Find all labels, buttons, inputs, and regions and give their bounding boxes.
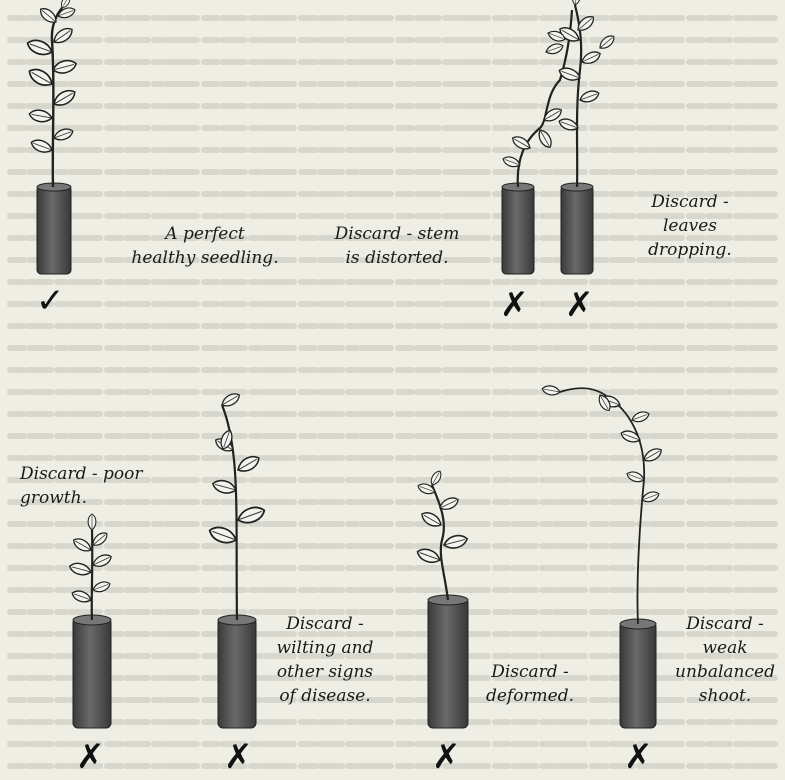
seedling-perfect	[25, 0, 77, 274]
cross-icon-stem-distorted: ✗	[500, 288, 529, 322]
caption-line: deformed.	[475, 684, 585, 708]
caption-leaves-dropping: Discard -leavesdropping.	[635, 190, 745, 262]
cross-icon-weak-shoot: ✗	[624, 740, 653, 774]
seedling-deformed	[415, 469, 468, 728]
caption-deformed: Discard -deformed.	[475, 660, 585, 708]
seedling-leaves-dropping	[544, 0, 616, 274]
caption-line: wilting and	[275, 636, 375, 660]
caption-weak-shoot: Discard -weakunbalancedshoot.	[675, 612, 775, 708]
cross-icon-poor-growth: ✗	[76, 740, 105, 774]
seedling-poor-growth	[68, 514, 113, 728]
caption-line: A perfect	[120, 222, 290, 246]
caption-line: Discard -	[635, 190, 745, 214]
caption-wilting-disease: Discard -wilting andother signsof diseas…	[275, 612, 375, 708]
cross-icon-wilting-disease: ✗	[224, 740, 253, 774]
caption-line: dropping.	[635, 238, 745, 262]
cross-icon-leaves-dropping: ✗	[565, 288, 594, 322]
caption-line: shoot.	[675, 684, 775, 708]
caption-line: Discard -	[275, 612, 375, 636]
caption-perfect: A perfecthealthy seedling.	[120, 222, 290, 270]
caption-line: Discard - poor	[20, 462, 180, 486]
tube-1	[37, 186, 71, 274]
caption-stem-distorted: Discard - stemis distorted.	[322, 222, 472, 270]
caption-line: of disease.	[275, 684, 375, 708]
caption-line: growth.	[20, 486, 180, 510]
caption-line: Discard -	[475, 660, 585, 684]
caption-line: weak	[675, 636, 775, 660]
caption-poor-growth: Discard - poorgrowth.	[20, 462, 180, 510]
caption-line: healthy seedling.	[120, 246, 290, 270]
caption-line: other signs	[275, 660, 375, 684]
seedling-wilting-disease	[207, 391, 266, 728]
caption-line: is distorted.	[322, 246, 472, 270]
caption-line: leaves	[635, 214, 745, 238]
caption-line: Discard -	[675, 612, 775, 636]
caption-line: Discard - stem	[322, 222, 472, 246]
cross-icon-deformed: ✗	[432, 740, 461, 774]
caption-line: unbalanced	[675, 660, 775, 684]
check-icon-perfect: ✓	[36, 284, 65, 318]
